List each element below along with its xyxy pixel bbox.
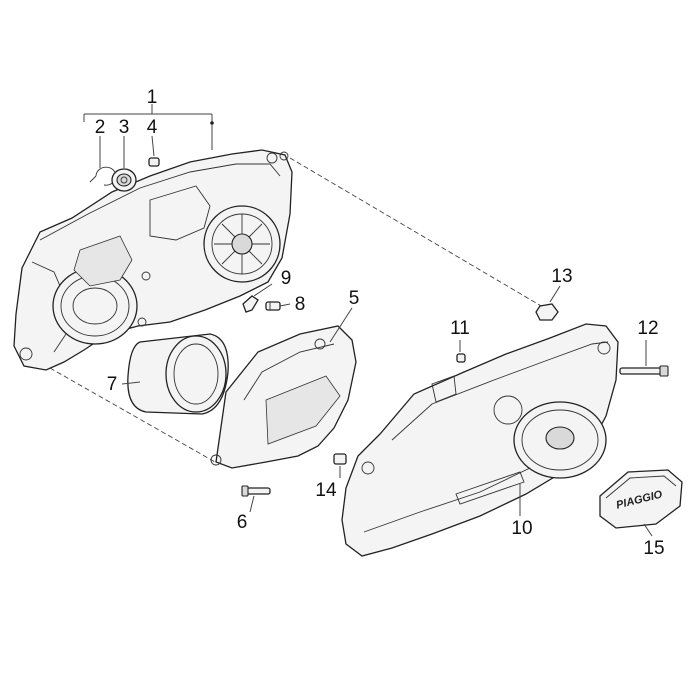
intermediate-cover	[210, 325, 357, 469]
callout-13: 13	[551, 266, 572, 287]
bearing	[111, 168, 137, 192]
alignment-lines	[49, 157, 549, 463]
inner-transmission-cover	[13, 149, 293, 371]
callout-4: 4	[147, 117, 158, 138]
callout-2: 2	[95, 117, 106, 138]
callout-6: 6	[237, 512, 248, 533]
callout-7: 7	[107, 374, 118, 395]
callout-labels: 1 2 3 4 5 6 7 8 9 10 11 12 13 14 15	[95, 87, 665, 559]
callout-12: 12	[637, 318, 658, 339]
callout-15: 15	[643, 538, 664, 559]
callout-5: 5	[349, 288, 360, 309]
brand-badge: PIAGGIO	[599, 469, 683, 529]
callout-8: 8	[295, 294, 306, 315]
circlip	[89, 166, 117, 186]
callout-10: 10	[511, 518, 532, 539]
callout-9: 9	[281, 268, 292, 289]
outer-transmission-cover	[341, 323, 619, 557]
retaining-clip	[242, 295, 259, 313]
callout-1: 1	[147, 87, 158, 108]
fixing-screw-6	[241, 485, 271, 497]
long-screw-12	[619, 365, 669, 377]
fixing-screw-8	[265, 301, 281, 311]
dowel-pin-11	[456, 353, 466, 363]
fixing-screw-14	[333, 453, 347, 465]
belt-ring	[127, 333, 229, 415]
callout-3: 3	[119, 117, 130, 138]
dowel-pin	[148, 157, 160, 167]
callout-11: 11	[450, 318, 470, 339]
callout-14: 14	[315, 480, 337, 501]
nut-13	[535, 303, 559, 321]
leader-lines	[83, 104, 653, 537]
